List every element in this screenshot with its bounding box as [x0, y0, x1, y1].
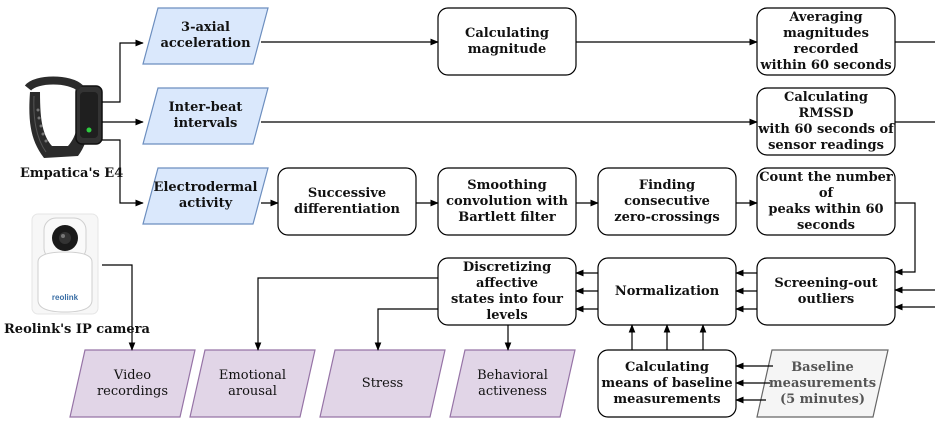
smoothing-box	[437, 167, 577, 236]
normalization-box	[597, 257, 737, 326]
discretizing-box	[437, 257, 577, 326]
camera-brand-label: reolink	[52, 293, 79, 302]
screening-box	[756, 257, 896, 326]
input-acceleration	[142, 7, 269, 65]
baseline-shape	[756, 349, 889, 418]
succ-diff-box	[277, 167, 417, 236]
input-eda	[142, 167, 269, 225]
output-video	[69, 349, 196, 418]
connectors	[102, 38, 935, 404]
output-behavioral	[449, 349, 576, 418]
count-peaks-box	[756, 167, 896, 236]
output-arousal	[189, 349, 316, 418]
rmssd-box	[756, 87, 896, 156]
wristband-label: Empatica's E4	[20, 166, 124, 181]
input-ibi	[142, 87, 269, 145]
avg-magnitude-box	[756, 7, 896, 76]
calc-magnitude-box	[437, 7, 577, 76]
output-stress	[319, 349, 446, 418]
camera-icon: reolink	[31, 213, 99, 315]
wristband-icon	[24, 76, 103, 158]
camera-label: Reolink's IP camera	[4, 322, 150, 337]
baseline-means-box	[597, 349, 737, 418]
zero-cross-box	[597, 167, 737, 236]
